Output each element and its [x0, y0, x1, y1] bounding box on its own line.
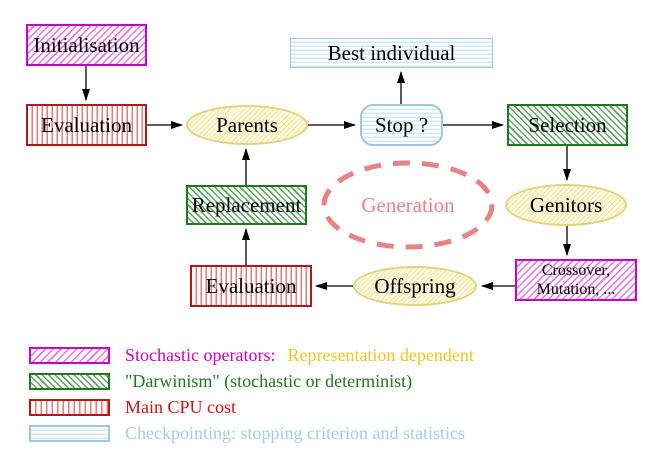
- node-evaluation-bottom: Evaluation: [190, 265, 312, 307]
- legend-item-darwinism: "Darwinism" (stochastic or determinist): [29, 370, 413, 391]
- legend-item-stochastic-operators: Stochastic operators: Representation dep…: [29, 344, 474, 365]
- legend-label-main-cpu-cost: Main CPU cost: [125, 396, 237, 417]
- crossover-line1: Crossover,: [541, 262, 611, 279]
- legend-label-darwinism: "Darwinism" (stochastic or determinist): [125, 370, 413, 391]
- legend-label-stochastic-operators: Stochastic operators:: [125, 344, 276, 365]
- crossover-line2: Mutation, ...: [536, 281, 616, 298]
- legend-label-representation-dependent: Representation dependent: [287, 344, 474, 365]
- legend-item-main-cpu-cost: Main CPU cost: [29, 396, 237, 417]
- node-genitors: Genitors: [505, 184, 627, 226]
- generation-cycle-ellipse: [321, 160, 495, 250]
- node-parents: Parents: [186, 105, 308, 145]
- legend-swatch-green-hatch: [29, 372, 110, 390]
- node-offspring: Offspring: [353, 266, 477, 306]
- legend-label-checkpointing: Checkpointing: stopping criterion and st…: [125, 422, 465, 443]
- node-best-individual: Best individual: [290, 38, 493, 68]
- legend-swatch-red-hatch: [29, 398, 110, 416]
- legend-swatch-cyan-hatch: [29, 424, 110, 442]
- legend-swatch-magenta-hatch: [29, 346, 110, 364]
- node-crossover-mutation: Crossover, Mutation, ...: [515, 259, 637, 301]
- node-replacement: Replacement: [186, 185, 307, 225]
- node-evaluation-top: Evaluation: [26, 104, 147, 146]
- node-selection: Selection: [507, 104, 628, 146]
- generation-label: Generation: [361, 192, 455, 217]
- node-stop: Stop ?: [360, 104, 443, 146]
- legend-item-checkpointing: Checkpointing: stopping criterion and st…: [29, 422, 465, 443]
- node-initialisation: Initialisation: [26, 24, 147, 66]
